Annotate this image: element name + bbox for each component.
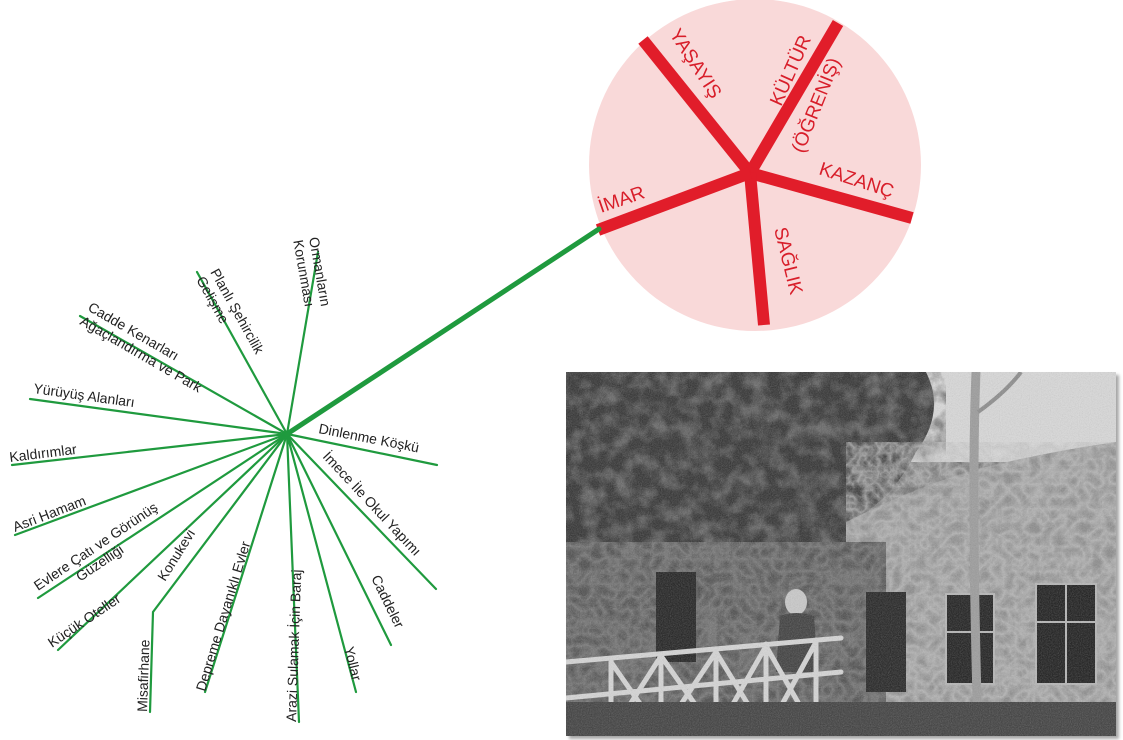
branch-label-imece: İmece İle Okul Yapımı (320, 447, 425, 558)
branch-line-asri (13, 432, 289, 537)
spoke-yasayis (638, 36, 755, 177)
category-spokes (595, 19, 914, 326)
branch-node (284, 431, 290, 437)
branch-line-planli (195, 270, 289, 436)
branch-line-kaldirimlar (10, 432, 289, 467)
historic-photo-icon (566, 372, 1116, 736)
spoke-kazanc (748, 167, 914, 224)
branch-line-dinlenme (285, 432, 439, 467)
branch-line-kucuk (56, 432, 289, 652)
branch-line-yollar (285, 432, 358, 694)
branch-line-caddeler (285, 432, 393, 647)
branch-label-cadde: Cadde Kenarları Ağaçlandırma ve Park (78, 299, 214, 396)
branch-label-planli: Planlı Şehircilik Gelişme (193, 266, 269, 368)
spoke-kultur (744, 19, 844, 177)
branch-label-arazi: Arazi Sulamak İçin Baraj (282, 569, 304, 722)
branch-label-yollar: Yollar (341, 645, 365, 683)
branch-line-arazi (285, 432, 301, 724)
spoke-imar (595, 167, 753, 236)
branch-line-cadde (78, 314, 289, 436)
imar-connector (284, 226, 602, 437)
branch-line-yuruyus (28, 397, 289, 436)
branch-line-deprem (203, 432, 289, 694)
branch-label-caddeler: Caddeler (368, 572, 407, 630)
branch-label-konukevi: Konukevi (154, 526, 198, 583)
branch-line-misafirhane (148, 432, 289, 714)
branch-line-ormanlarin (285, 250, 320, 436)
branch-label-misafirhane: Misafirhane (134, 639, 153, 712)
branch-label-asri: Asri Hamam (10, 492, 88, 535)
branch-label-ormanlarin: Ormanların Korunması (290, 236, 334, 314)
branch-label-deprem: Depreme Dayanıklı Evler (193, 539, 254, 693)
spoke-saglik (744, 172, 770, 326)
branch-label-kucuk: Küçük Oteller (45, 590, 124, 650)
branch-label-cadde-l2: Ağaçlandırma ve Park (78, 313, 206, 396)
imar-branches (10, 250, 439, 724)
historic-photo (566, 372, 1116, 736)
branch-line-evlere (36, 432, 289, 600)
branch-line-imece (285, 432, 438, 591)
